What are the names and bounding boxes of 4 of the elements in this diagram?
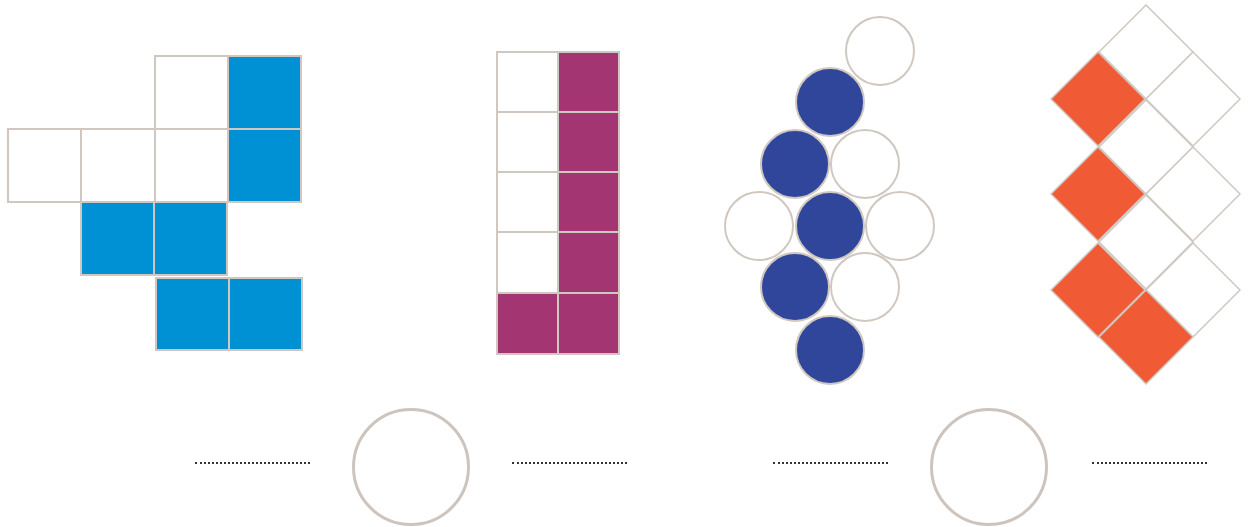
diamond-grid-drawing [1050, 4, 1242, 386]
square-grid-drawing [495, 50, 621, 356]
circle-cluster-drawing [723, 15, 938, 387]
square-grid-drawing [6, 54, 304, 354]
